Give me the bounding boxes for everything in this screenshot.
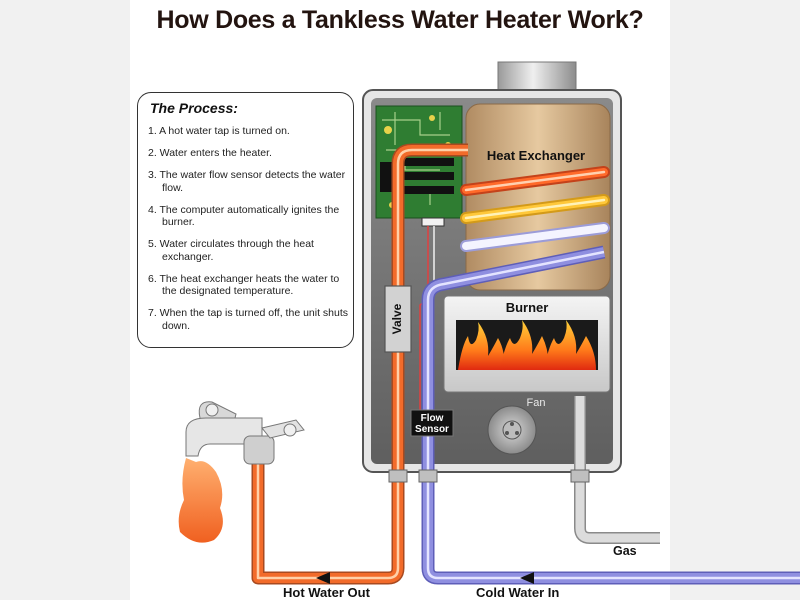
diagram-title: How Does a Tankless Water Heater Work? (156, 6, 644, 34)
process-step: 2. Water enters the heater. (148, 147, 272, 159)
process-step: 6. The heat exchanger heats the water to… (148, 272, 340, 298)
process-step: 4. The computer automatically ignites th… (148, 203, 340, 229)
faucet (185, 401, 305, 465)
process-step: 1. A hot water tap is turned on. (148, 125, 290, 137)
process-step: 7. When the tap is turned off, the unit … (148, 307, 349, 332)
left-margin (0, 0, 130, 600)
fan-label: Fan (527, 397, 546, 409)
cold-water-in-label: Cold Water In (476, 585, 559, 600)
burner-flames (458, 320, 596, 370)
wire-connector (421, 217, 445, 227)
gas-label: Gas (613, 544, 637, 558)
coil-white (462, 224, 608, 250)
pipe-fittings (388, 469, 590, 483)
cold-flow-arrow (520, 572, 534, 584)
process-step: 5. Water circulates through the heat exc… (148, 238, 314, 263)
hot-water-out-label: Hot Water Out (283, 585, 371, 600)
circuit-chips (380, 158, 454, 194)
hot-flow-arrow (316, 572, 330, 584)
valve-label: Valve (390, 303, 404, 334)
hot-water-stream (178, 458, 223, 543)
right-margin (670, 0, 800, 600)
valve (384, 285, 412, 353)
process-heading: The Process: (150, 100, 238, 116)
coil-yellow-highlight (464, 198, 606, 220)
flow-sensor (410, 409, 454, 437)
flow-sensor-label-line2: Sensor (415, 424, 449, 435)
flow-sensor-label-line1: Flow (421, 413, 444, 424)
process-box: The Process: 1. A hot water tap is turne… (137, 92, 354, 348)
heat-exchanger-label: Heat Exchanger (487, 148, 585, 163)
hot-pipe-highlight (256, 148, 468, 580)
burner-label: Burner (506, 300, 549, 315)
fan-blades (505, 422, 519, 435)
process-steps: 1. A hot water tap is turned on. 2. Wate… (148, 125, 348, 342)
process-step: 3. The water flow sensor detects the wat… (148, 169, 346, 194)
coil-red-highlight (464, 170, 606, 192)
gas-pipe (575, 396, 660, 543)
chimney (497, 61, 577, 93)
